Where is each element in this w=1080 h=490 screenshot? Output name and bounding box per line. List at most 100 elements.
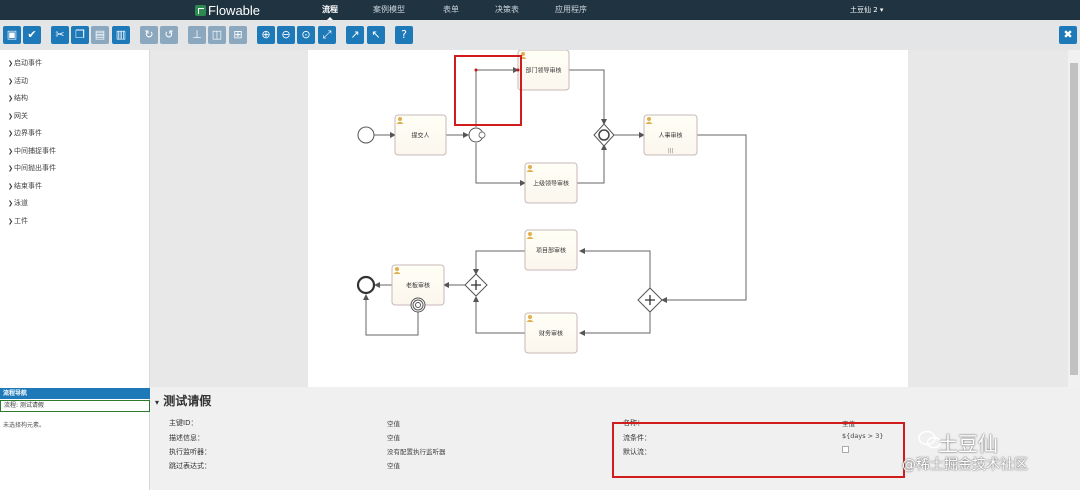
flowable-logo[interactable]: Flowable: [195, 2, 260, 18]
start-event: [357, 126, 375, 144]
watermark-name: 土豆仙: [938, 432, 998, 456]
sequence-flow: [473, 296, 525, 334]
watermark-community: @稀土掘金技术社区: [902, 457, 1028, 473]
zoom-in-icon[interactable]: ⊕: [257, 26, 275, 44]
sequence-flow: [363, 294, 419, 336]
palette-group-end-event[interactable]: ❯结束事件: [8, 182, 42, 190]
editor-toolbar: ▣ ✔ ✂ ❐ ▤ ▥ ↻ ↺ ⊥ ◫ ⊞ ⊕ ⊖ ⊙ ⤢ ↗ ↖ ? ✖: [0, 20, 1080, 50]
palette-group-start-event[interactable]: ❯启动事件: [8, 59, 42, 67]
prop-value-name[interactable]: 空值: [842, 420, 855, 428]
bend-add-icon[interactable]: ↗: [346, 26, 364, 44]
bend-remove-icon[interactable]: ↖: [367, 26, 385, 44]
nav-case-model[interactable]: 案例模型: [373, 5, 405, 14]
same-size-icon[interactable]: ⊞: [229, 26, 247, 44]
flowable-logo-icon: [195, 4, 206, 16]
task-superior-review[interactable]: 上级领导审核: [524, 162, 578, 204]
highlight-box-properties: [612, 422, 905, 478]
align-horizontal-icon[interactable]: ◫: [208, 26, 226, 44]
zoom-fit-icon[interactable]: ⤢: [318, 26, 336, 44]
task-label: 老板审核: [406, 282, 430, 290]
prop-value-id[interactable]: 空值: [387, 420, 400, 428]
align-vertical-icon[interactable]: ⊥: [188, 26, 206, 44]
task-submitter[interactable]: 提交人: [394, 114, 447, 156]
sequence-flow: [579, 248, 651, 288]
zoom-out-icon[interactable]: ⊖: [277, 26, 295, 44]
nav-process[interactable]: 流程: [322, 0, 338, 20]
nav-decision-table[interactable]: 决策表: [495, 5, 519, 14]
palette-group-throw-event[interactable]: ❯中间抛出事件: [8, 164, 56, 172]
task-label: 提交人: [411, 132, 429, 140]
default-flow-checkbox[interactable]: [842, 446, 849, 453]
multi-instance-icon: |||: [668, 148, 673, 154]
task-label: 项目部审核: [536, 247, 566, 255]
wechat-icon: [918, 430, 942, 449]
sequence-flow: [661, 134, 747, 303]
palette-group-structure[interactable]: ❯结构: [8, 94, 28, 102]
palette-group-gateway[interactable]: ❯网关: [8, 112, 28, 120]
user-task-icon: [398, 117, 402, 121]
chevron-down-icon: ▾: [879, 6, 884, 14]
user-task-icon: [528, 315, 532, 319]
exclusive-gateway-join: [593, 123, 615, 147]
chevron-right-icon: ❯: [8, 60, 14, 67]
zoom-actual-icon[interactable]: ⊙: [297, 26, 315, 44]
properties-header[interactable]: ▾ 测试请假: [155, 392, 211, 409]
parallel-gateway-join: [464, 273, 488, 297]
user-name: 土豆仙 2: [850, 6, 878, 14]
prop-value-listeners[interactable]: 没有配置执行监听器: [387, 448, 446, 456]
boundary-timer-event: [410, 297, 426, 313]
chevron-right-icon: ❯: [8, 183, 14, 190]
check-icon[interactable]: ✔: [23, 26, 41, 44]
process-navigator: 流程导航 流程: 测试请假 未选择构元素。: [0, 387, 150, 490]
close-icon[interactable]: ✖: [1059, 26, 1077, 44]
prop-label-flow-condition: 流条件：: [623, 434, 651, 442]
chevron-right-icon: ❯: [8, 200, 14, 207]
palette-group-catch-event[interactable]: ❯中间捕捉事件: [8, 147, 56, 155]
task-boss-review[interactable]: 老板审核: [391, 264, 445, 306]
task-project-review[interactable]: 项目部审核: [524, 229, 578, 271]
palette-group-swimlane[interactable]: ❯泳道: [8, 199, 28, 207]
prop-value-description[interactable]: 空值: [387, 434, 400, 442]
user-menu[interactable]: 土豆仙 2 ▾: [850, 0, 883, 20]
palette-group-boundary-event[interactable]: ❯边界事件: [8, 129, 42, 137]
chevron-right-icon: ❯: [8, 78, 14, 85]
delete-icon[interactable]: ▥: [112, 26, 130, 44]
prop-label-description: 描述信息：: [169, 434, 204, 442]
task-hr-review[interactable]: 人事审核 |||: [643, 114, 698, 156]
paste-icon[interactable]: ▤: [91, 26, 109, 44]
task-dept-leader-review[interactable]: 部门领导审核: [517, 50, 570, 91]
flow-selected-point: [474, 68, 478, 72]
nav-form[interactable]: 表单: [443, 5, 459, 14]
canvas-scrollbar[interactable]: [1068, 50, 1080, 387]
save-icon[interactable]: ▣: [3, 26, 21, 44]
navigator-process[interactable]: 流程: 测试请假: [0, 400, 150, 412]
palette-sidebar: ❯启动事件 ❯活动 ❯结构 ❯网关 ❯边界事件 ❯中间捕捉事件 ❯中间抛出事件 …: [0, 50, 150, 387]
chevron-right-icon: ❯: [8, 218, 14, 225]
copy-icon[interactable]: ❐: [71, 26, 89, 44]
help-icon[interactable]: ?: [395, 26, 413, 44]
redo-icon[interactable]: ↻: [140, 26, 158, 44]
navigator-title: 流程导航: [0, 388, 150, 399]
palette-group-activity[interactable]: ❯活动: [8, 77, 28, 85]
prop-label-id: 主键ID：: [169, 419, 198, 427]
user-task-icon: [395, 267, 399, 271]
prop-label-default-flow: 默认流：: [623, 448, 651, 456]
exclusive-gateway-split: [468, 127, 486, 143]
prop-value-skip-expression[interactable]: 空值: [387, 462, 400, 470]
sequence-flow: [475, 143, 526, 186]
palette-group-artifact[interactable]: ❯工件: [8, 217, 28, 225]
prop-value-flow-condition[interactable]: ${days > 3}: [842, 432, 884, 440]
task-label: 人事审核: [658, 132, 682, 140]
undo-icon[interactable]: ↺: [160, 26, 178, 44]
cut-icon[interactable]: ✂: [51, 26, 69, 44]
nav-app[interactable]: 应用程序: [555, 5, 587, 14]
parallel-gateway-split: [637, 287, 663, 313]
task-label: 上级领导审核: [533, 180, 569, 188]
task-label: 财务审核: [539, 330, 563, 338]
chevron-right-icon: ❯: [8, 95, 14, 102]
chevron-right-icon: ❯: [8, 113, 14, 120]
chevron-right-icon: ❯: [8, 148, 14, 155]
task-finance-review[interactable]: 财务审核: [524, 312, 578, 354]
scrollbar-thumb[interactable]: [1070, 63, 1078, 375]
